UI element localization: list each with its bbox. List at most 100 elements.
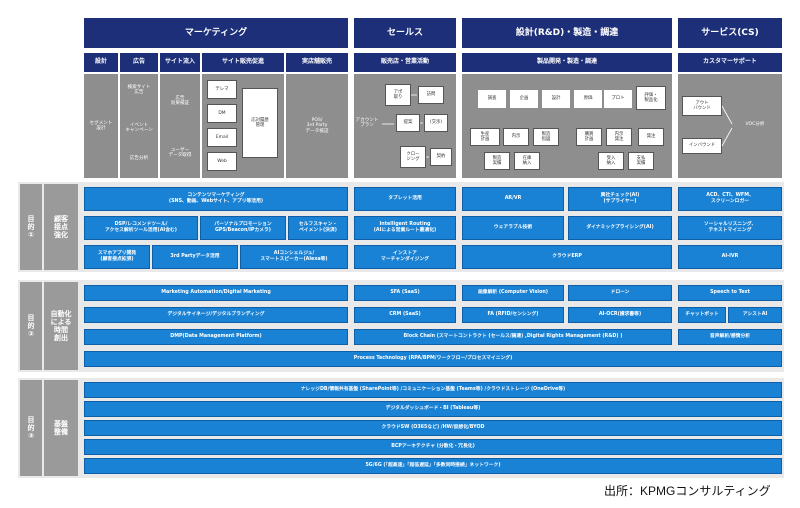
process-pos: POS/ 3rd Party データ検証	[305, 118, 329, 134]
process-prod-plan: 生産 計画	[470, 128, 500, 146]
tech-assist-ai: アシストAI	[728, 307, 782, 323]
process-proposal: 提案	[396, 114, 420, 132]
subheader-store: 実店舗販売	[286, 52, 348, 72]
tech-arvr: AR/VR	[462, 187, 564, 211]
tech-sfa: SFA (SaaS)	[354, 285, 456, 301]
process-eval: 評価・ 製品化	[636, 86, 666, 110]
process-email: Email	[207, 128, 237, 147]
header-rd: 設計(R&D)・製造・調達	[462, 18, 672, 48]
tech-signage: デジタルサイネージ/デジタルブランディング	[84, 307, 348, 323]
subheader-product: 製品開発・製造・調達	[462, 52, 672, 72]
header-marketing: マーケティング	[84, 18, 348, 48]
tech-acd: ACD、CTI、WFM、 スクリーンロガー	[678, 187, 782, 211]
process-closing: クロー ジング	[400, 146, 426, 168]
process-tv: テレマ	[207, 80, 237, 99]
subheader-cs: カスタマーサポート	[678, 52, 782, 72]
process-outbound: アウト バウンド	[682, 96, 722, 116]
tech-tablet: タブレット活用	[354, 187, 456, 211]
process-design-col: セグメント 設計	[84, 74, 118, 178]
header-sales: セールス	[354, 18, 456, 48]
tech-self-scan: セルフスキャン・ ペイメント(決済)	[288, 216, 348, 240]
subheader-design: 設計	[84, 52, 118, 72]
process-appo: アポ 取り	[385, 84, 411, 106]
process-ad-col	[120, 74, 158, 178]
group1-label: 顧客 接点 強化	[44, 184, 78, 270]
tech-image-analysis: 画像解析 (Computer Vision)	[462, 285, 564, 301]
group2-label: 自動化 による 時間 創出	[44, 282, 78, 370]
tech-anomaly-check: 異社チェック(AI) (サプライヤー)	[568, 187, 672, 211]
process-site-col	[160, 74, 200, 178]
process-plan: 企画	[510, 90, 538, 108]
process-account-plan: アカウント プラン	[355, 117, 379, 128]
process-store-col: POS/ 3rd Party データ検証	[286, 74, 348, 178]
group3-number: 目 的 ③	[20, 380, 42, 476]
process-payment: 支払 実績	[628, 152, 654, 170]
process-visit: 訪問	[418, 86, 444, 104]
process-mfg-result: 製造 実績	[484, 152, 510, 170]
tech-marketing-automation: Marketing Automation/Digital Marketing	[84, 285, 348, 301]
process-design-step: 設計	[542, 90, 570, 108]
tech-process-technology: Process Technology (RPA/BPM/ワークフロー/プロセスマ…	[84, 351, 782, 367]
tech-voice-analysis: 音声解析/感情分析	[678, 329, 782, 345]
tech-intelligent-routing: Intelligent Routing (AIによる営業ルート最適化)	[354, 216, 456, 240]
process-stock-in: 在庫 納入	[514, 152, 540, 170]
process-internal: 内示	[503, 128, 529, 146]
tech-ai-ocr: AI-OCR(請求書等)	[568, 307, 672, 323]
process-search-ad: 検索サイト 広告	[127, 84, 151, 95]
subheader-site: サイト流入	[160, 52, 200, 72]
process-proto: プロト	[604, 90, 632, 108]
subheader-ad: 広告	[120, 52, 158, 72]
process-ad-effect: 広告 効果検証	[170, 95, 190, 106]
process-purchase-plan: 購買 計画	[576, 128, 602, 146]
process-segment: セグメント 設計	[89, 120, 113, 131]
tech-drone: ドローン	[568, 285, 672, 301]
tech-dsp: DSP/レコメンドツール/ アクセス解析ツール活用(AI含む)	[84, 216, 198, 240]
tech-chatbot: チャットボット	[678, 307, 726, 323]
process-user-data: ユーザー データ取得	[168, 147, 192, 158]
tech-crm: CRM (SaaS)	[354, 307, 456, 323]
tech-wearable: ウェアラブル技術	[462, 216, 564, 240]
subheader-site-promo: サイト販売促進	[202, 52, 284, 72]
process-order: 発注	[638, 128, 664, 146]
header-service: サービス(CS)	[678, 18, 782, 48]
tech-bcp: BCPアーキテクチャ (分散化・冗長化)	[84, 439, 782, 455]
group2-number: 目 的 ②	[20, 282, 42, 370]
group3-label: 基盤 整備	[44, 380, 78, 476]
tech-5g: 5G/6G (「超高速」「超低遅延」「多数同時接続」ネットワーク)	[84, 458, 782, 474]
process-cost: 原価	[574, 90, 602, 108]
process-pur-internal: 内示 発注	[606, 128, 632, 146]
tech-blockchain: Block Chain (スマートコントラクト (セールス/調達) ,Digit…	[354, 329, 672, 345]
subheader-sales-activity: 販売店・営業活動	[354, 52, 456, 72]
tech-third-party: 3rd Partyデータ活用	[152, 245, 238, 269]
tech-smart-app: スマホアプリ開発 (顧客接点拡張)	[84, 245, 150, 269]
process-contract: 契約	[430, 148, 452, 166]
tech-knowledge-db: ナレッジDB/情報共有基盤 (SharePoint等) /コミュニケーション基盤…	[84, 382, 782, 398]
process-event: イベント キャンペーン	[125, 122, 153, 133]
tech-content-marketing: コンテンツマーケティング (SNS、動画、Webサイト、アプリ等活用)	[84, 187, 348, 211]
group1-number: 目 的 ①	[20, 184, 42, 270]
process-cs-col	[678, 74, 782, 178]
process-history: 応対履歴 管理	[242, 88, 278, 158]
tech-cloud-sw: クラウドSW (O365など) /HW/仮想化/BYOD	[84, 420, 782, 436]
process-voc: VOC分析	[745, 122, 765, 128]
process-ad-analysis: 広告分析	[129, 156, 149, 162]
process-receive: 受入 納入	[598, 152, 624, 170]
process-survey: 調査	[478, 90, 506, 108]
tech-personal-promo: パーソナルプロモーション GPS/Beacon/IPカメラ)	[200, 216, 286, 240]
process-web: Web	[207, 152, 237, 171]
process-negotiation: (交渉)	[424, 114, 448, 132]
tech-ai-concierge: AIコンシェルジュ/ スマートスピーカー(Alexa等)	[240, 245, 348, 269]
tech-dynamic-pricing: ダイナミックプライシング(AI)	[568, 216, 672, 240]
tech-speech-to-text: Speech to Text	[678, 285, 782, 301]
process-inbound: インバウンド	[682, 138, 722, 154]
source-note: 出所：KPMGコンサルティング	[604, 484, 771, 499]
tech-instore: インストア マーチャンダイジング	[354, 245, 456, 269]
tech-cloud-erp: クラウドERP	[462, 245, 672, 269]
tech-dmp: DMP(Data Management Platform)	[84, 329, 348, 345]
process-mfg-instr: 製造 指図	[533, 128, 559, 146]
tech-ai-ivr: AI-IVR	[678, 245, 782, 269]
tech-dashboard: デジタルダッシュボード・BI (Tableau等)	[84, 401, 782, 417]
tech-fa: FA (RFID/センシング)	[462, 307, 564, 323]
process-dm: DM	[207, 104, 237, 123]
tech-social-listening: ソーシャルリスニング、 テキストマイニング	[678, 216, 782, 240]
